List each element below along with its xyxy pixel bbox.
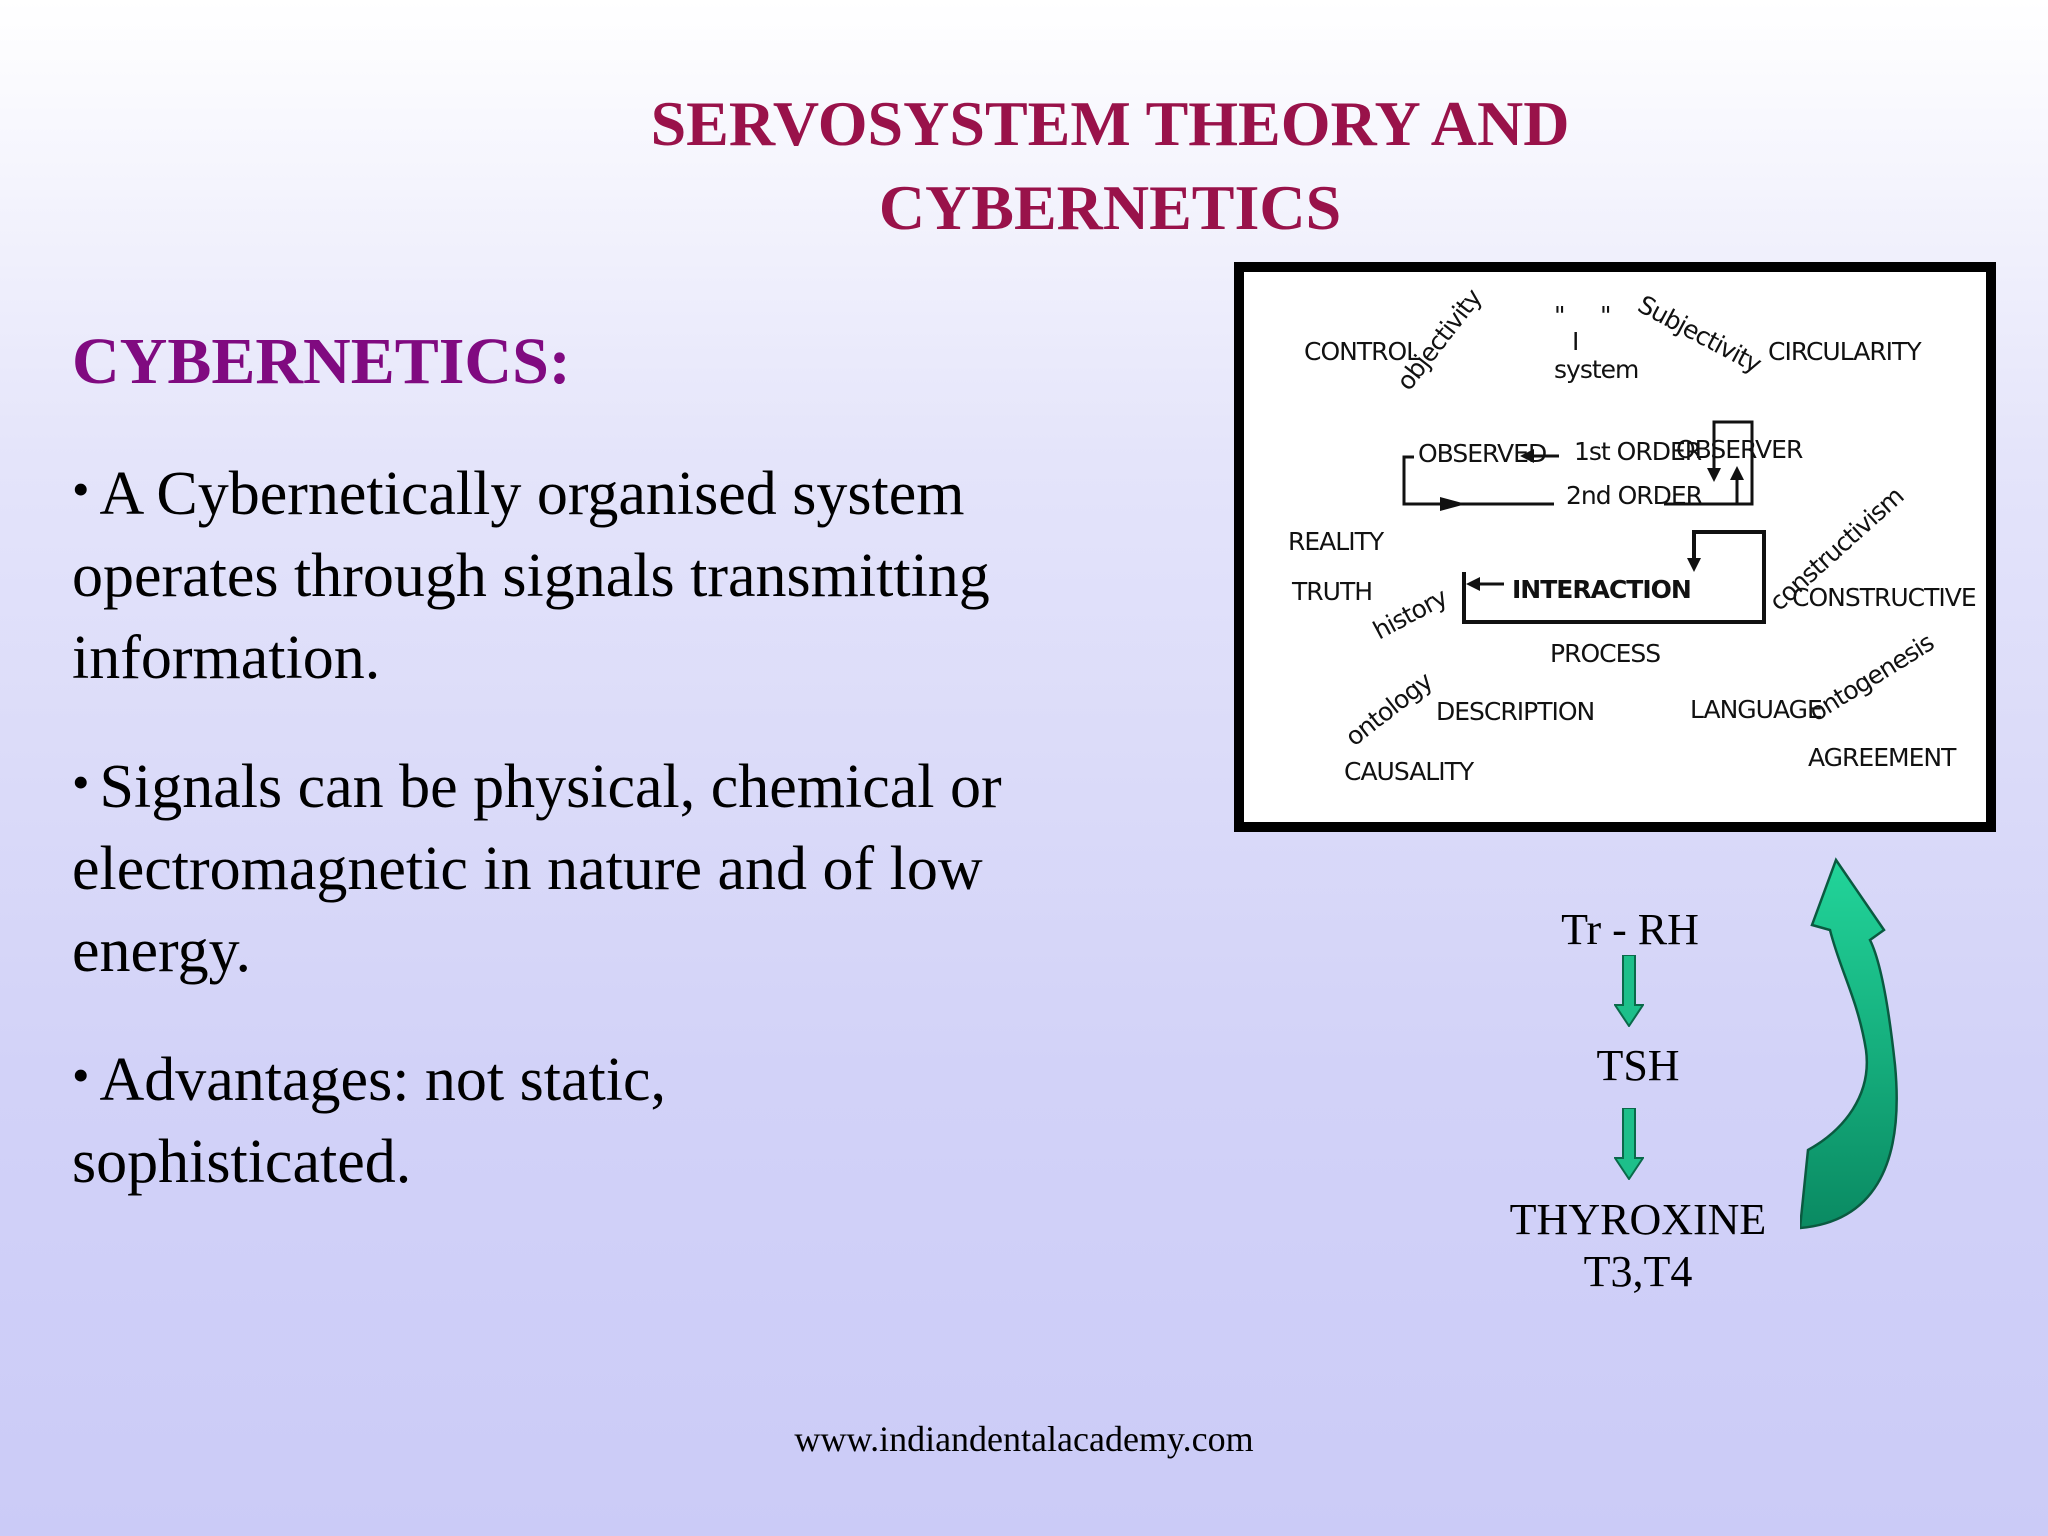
sketch-word-i: I xyxy=(1572,327,1578,356)
footer-url: www.indiandentalacademy.com xyxy=(794,1419,1254,1459)
sketch-word-interaction: INTERACTION xyxy=(1512,575,1691,604)
bullet-2-line-3: energy. xyxy=(72,917,252,985)
bullet-3-line-2: sophisticated. xyxy=(72,1128,412,1196)
flow-step-thyroxine: THYROXINE T3,T4 xyxy=(1438,1194,1838,1298)
sketch-loop-line xyxy=(1664,420,1754,506)
sketch-word-observer: OBSERVER xyxy=(1676,435,1803,464)
title-line-2: CYBERNETICS xyxy=(878,172,1342,243)
bullet-2-line-1: Signals can be physical, chemical or xyxy=(99,753,1002,821)
sketch-loop-line xyxy=(1402,455,1554,506)
sketch-arrowhead xyxy=(1520,449,1534,463)
bullet-item-2: •Signals can be physical, chemical or el… xyxy=(72,741,1192,992)
slide-title: SERVOSYSTEM THEORY AND CYBERNETICS xyxy=(560,82,1660,250)
sketch-word-truth: TRUTH xyxy=(1291,577,1372,606)
bullet-1-line-3: information. xyxy=(72,624,381,692)
bullet-dot: • xyxy=(72,461,90,517)
bullet-item-1: •A Cybernetically organised system opera… xyxy=(72,448,1192,699)
bullet-dot: • xyxy=(72,754,90,810)
sketch-word-language: LANGUAGE xyxy=(1690,695,1822,724)
sketch-arrowhead xyxy=(1687,558,1701,572)
sketch-word-history: history xyxy=(1368,582,1452,645)
sketch-arrowhead xyxy=(1707,468,1721,482)
thyroxine-label: THYROXINE xyxy=(1509,1195,1767,1244)
sketch-word-first-order: 1st ORDER xyxy=(1574,437,1702,466)
bullet-list: •A Cybernetically organised system opera… xyxy=(72,448,1192,1245)
cybernetics-sketch-image: CONTROL objectivity " I " system Subject… xyxy=(1234,262,1996,832)
subheading: CYBERNETICS: xyxy=(72,325,571,398)
sketch-word-ontogenesis: ontogenesis xyxy=(1804,628,1939,727)
feedback-arrow-icon xyxy=(1800,857,1898,1230)
sketch-word-circularity: CIRCULARITY xyxy=(1768,337,1922,366)
sketch-word-second-order: 2nd ORDER xyxy=(1566,481,1703,510)
bullet-3-line-1: Advantages: not static, xyxy=(99,1046,666,1114)
sketch-word-constructive: CONSTRUCTIVE xyxy=(1792,583,1976,612)
sketch-quote-mark: " xyxy=(1600,301,1611,330)
sketch-word-process: PROCESS xyxy=(1550,639,1660,668)
bullet-1-line-2: operates through signals transmitting xyxy=(72,542,990,610)
bullet-dot: • xyxy=(72,1047,90,1103)
sketch-word-system: system xyxy=(1554,355,1638,384)
down-arrow-icon xyxy=(1614,1108,1644,1180)
sketch-arrowhead xyxy=(1466,577,1480,591)
sketch-interaction-box xyxy=(1462,530,1766,624)
sketch-word-causality: CAUSALITY xyxy=(1344,757,1475,786)
flow-step-tsh: TSH xyxy=(1596,1041,1680,1090)
sketch-word-subjectivity: Subjectivity xyxy=(1633,290,1767,379)
t3-t4-label: T3,T4 xyxy=(1583,1247,1693,1296)
down-arrow-icon xyxy=(1614,955,1644,1027)
sketch-word-control: CONTROL xyxy=(1304,337,1420,366)
sketch-word-ontology: ontology xyxy=(1340,666,1439,752)
title-line-1: SERVOSYSTEM THEORY AND xyxy=(650,88,1570,159)
sketch-canvas: CONTROL objectivity " I " system Subject… xyxy=(1288,283,1977,786)
sketch-arrowhead xyxy=(1440,497,1466,511)
bullet-2-line-2: electromagnetic in nature and of low xyxy=(72,835,983,903)
sketch-word-description: DESCRIPTION xyxy=(1436,697,1594,726)
sketch-arrowhead xyxy=(1730,466,1744,480)
bullet-item-3: •Advantages: not static, sophisticated. xyxy=(72,1034,1192,1203)
bullet-1-line-1: A Cybernetically organised system xyxy=(99,460,965,528)
sketch-word-agreement: AGREEMENT xyxy=(1808,743,1957,772)
sketch-quote-mark: " xyxy=(1554,301,1565,330)
sketch-word-reality: REALITY xyxy=(1288,527,1385,556)
flow-step-trh: Tr - RH xyxy=(1561,905,1699,954)
